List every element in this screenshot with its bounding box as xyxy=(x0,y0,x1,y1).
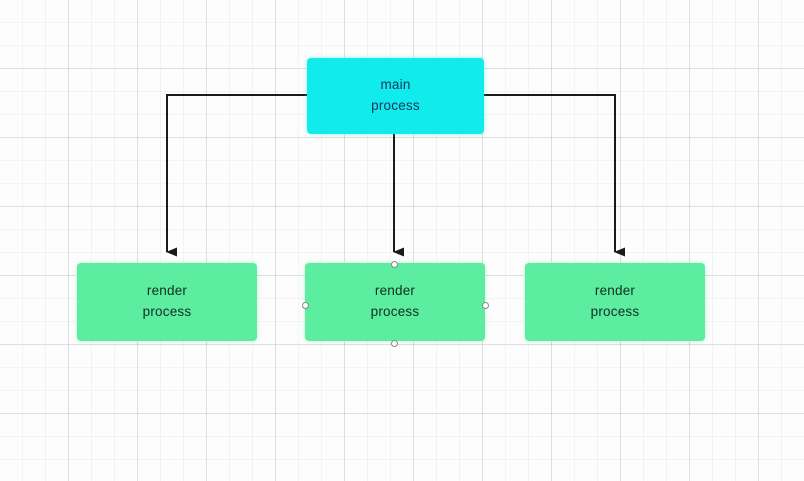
connection-handle-bottom[interactable] xyxy=(390,339,398,347)
node-label-line: main xyxy=(380,77,411,93)
node-label-line: process xyxy=(371,98,420,113)
edge-main-to-left[interactable] xyxy=(166,94,307,257)
node-render-process-middle[interactable]: render process xyxy=(305,263,485,341)
node-render-process-left[interactable]: render process xyxy=(77,263,257,341)
node-render-process-right[interactable]: render process xyxy=(525,263,705,341)
connection-handle-right[interactable] xyxy=(481,301,489,309)
connection-handle-left[interactable] xyxy=(301,301,309,309)
node-label-line: render xyxy=(374,283,416,299)
edge-main-to-right[interactable] xyxy=(484,94,625,257)
node-label-line: process xyxy=(370,304,420,319)
node-label-line: render xyxy=(594,283,636,299)
node-main-process[interactable]: main process xyxy=(307,58,484,134)
node-label-line: render xyxy=(146,283,188,299)
node-label-line: process xyxy=(142,304,192,319)
connection-handle-top[interactable] xyxy=(390,260,398,268)
node-label-line: process xyxy=(590,304,640,319)
